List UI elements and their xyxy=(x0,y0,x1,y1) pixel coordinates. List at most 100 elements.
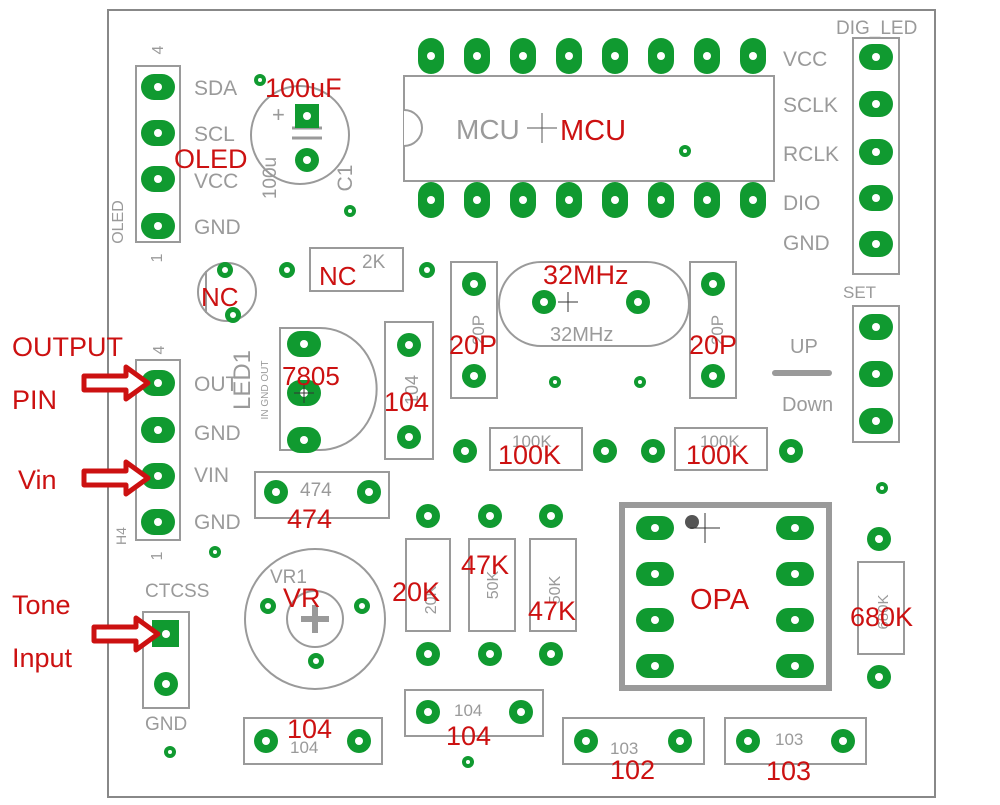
oled-header-number-bottom: 1 xyxy=(149,253,166,262)
svg-text:+: + xyxy=(272,102,285,127)
res-680k-silk: 680K xyxy=(875,594,892,629)
resistor-47k-b: 50K xyxy=(529,504,577,666)
capacitor-102: 103 xyxy=(562,717,705,765)
dig-led-pin-gnd: GND xyxy=(783,232,830,255)
annotation-47k-b: 47K xyxy=(528,596,576,626)
annotation-opa: OPA xyxy=(690,584,750,616)
annotation-oled: OLED xyxy=(174,144,248,174)
cap-104v-silk: 104 xyxy=(402,375,422,405)
dig-led-pin-dio: DIO xyxy=(783,192,820,215)
oled-header: 4 1 OLED SDA SCL VCC GND xyxy=(110,45,241,262)
resistor-100k-left: 100K xyxy=(453,427,617,471)
capacitor-103: 103 xyxy=(724,717,867,765)
dig-led-pin-vcc: VCC xyxy=(783,48,827,71)
mcu-pad-top-1 xyxy=(418,38,444,74)
oled-header-name: OLED xyxy=(110,200,127,244)
capacitor-c1: + 100u C1 xyxy=(250,85,357,199)
arrow-to-output-pin xyxy=(84,367,148,399)
mcu-pad-top-7 xyxy=(694,38,720,74)
set-up-label: UP xyxy=(790,336,818,358)
oled-header-number-top: 4 xyxy=(150,45,167,54)
ctcss-title: CTCSS xyxy=(145,581,209,602)
crystal-silk: 32MHz xyxy=(550,324,613,346)
resistor-47k-a: 50K xyxy=(468,504,516,666)
oled-pin-vcc: VCC xyxy=(194,170,238,193)
mcu-pad-bottom-8 xyxy=(740,182,766,218)
annotation-output-pin-line1: OUTPUT xyxy=(12,332,123,362)
c1-name: C1 xyxy=(334,165,357,192)
mcu-pad-top-8 xyxy=(740,38,766,74)
led1: LED1 xyxy=(197,262,257,410)
annotation-20p-left: 20P xyxy=(449,330,497,360)
res-47k-b-silk: 50K xyxy=(547,575,564,604)
annotation-102: 102 xyxy=(610,755,655,785)
reg-pin-labels: IN GND OUT xyxy=(260,361,271,420)
annotation-20p-right: 20P xyxy=(689,330,737,360)
resistor-20k: 20K xyxy=(405,504,451,666)
resistor-680k: 680K xyxy=(857,527,905,689)
arrow-to-vin xyxy=(84,462,148,494)
annotation-mcu: MCU xyxy=(560,115,626,147)
mcu-pad-bottom-1 xyxy=(418,182,444,218)
arrow-to-tone-input xyxy=(94,618,158,650)
mcu-dip: MCU xyxy=(403,38,775,218)
annotation-680k: 680K xyxy=(850,602,913,632)
annotation-output-pin-line2: PIN xyxy=(12,385,57,415)
capacitor-20p-left: 20P xyxy=(450,261,498,399)
mcu-pad-bottom-3 xyxy=(510,182,536,218)
h4-header: 4 1 H4 OUT GND VIN GND xyxy=(113,345,241,560)
resistor-100k-right: 100K xyxy=(641,427,803,471)
vr1-name: VR1 xyxy=(270,567,307,588)
cap-104-bottom-mid-silk: 104 xyxy=(454,701,482,720)
h4-pin-out: OUT xyxy=(194,373,239,396)
cap-20p-left-silk: 20P xyxy=(469,315,488,345)
oled-pin-scl: SCL xyxy=(194,123,235,146)
capacitor-104-bottom-mid: 104 xyxy=(404,689,544,737)
annotation-100k-right: 100K xyxy=(686,440,749,470)
annotation-vr: VR xyxy=(283,583,321,613)
res-47k-a-silk: 50K xyxy=(485,570,502,599)
capacitor-20p-right: 20P xyxy=(689,261,737,399)
h4-name: H4 xyxy=(113,527,129,545)
annotation-32mhz: 32MHz xyxy=(543,260,629,290)
annotation-103: 103 xyxy=(766,756,811,786)
annotation-vin: Vin xyxy=(18,465,57,495)
dig-led-pin-rclk: RCLK xyxy=(783,143,839,166)
mcu-pad-top-6 xyxy=(648,38,674,74)
board-outline xyxy=(107,9,936,798)
annotation-100uf: 100uF xyxy=(265,73,342,103)
mcu-pad-bottom-4 xyxy=(556,182,582,218)
dig-led-pin-sclk: SCLK xyxy=(783,94,838,117)
mcu-pad-bottom-6 xyxy=(648,182,674,218)
h4-number-bottom: 1 xyxy=(149,551,166,560)
annotation-100k-left: 100K xyxy=(498,440,561,470)
annotation-104-bottom-left: 104 xyxy=(287,714,332,744)
annotation-104-vertical: 104 xyxy=(384,387,429,417)
h4-pin-vin: VIN xyxy=(194,464,229,487)
mcu-pad-bottom-5 xyxy=(602,182,628,218)
led1-name: LED1 xyxy=(229,350,256,410)
annotation-47k-a: 47K xyxy=(461,550,509,580)
h4-pin-gnd-1: GND xyxy=(194,422,241,445)
mcu-silk-label: MCU xyxy=(456,114,520,145)
annotation-tone-line1: Tone xyxy=(12,590,71,620)
h4-number-top: 4 xyxy=(151,345,168,354)
annotation-nc-res: NC xyxy=(319,261,357,291)
h4-pin-gnd-2: GND xyxy=(194,511,241,534)
res-100k-right-silk: 100K xyxy=(700,432,740,451)
cap-20p-right-silk: 20P xyxy=(708,315,727,345)
resistor-2k: 2K xyxy=(279,247,435,292)
regulator-7805: IN GND OUT xyxy=(260,327,378,453)
annotation-474: 474 xyxy=(287,504,332,534)
capacitor-474: 474 xyxy=(254,471,390,519)
mcu-pad-top-4 xyxy=(556,38,582,74)
c1-value: 100u xyxy=(260,157,281,199)
cap-104-bottom-left-silk: 104 xyxy=(290,738,318,757)
annotation-7805: 7805 xyxy=(282,361,340,391)
capacitor-104-vertical: 104 xyxy=(384,321,434,460)
cap-474-silk: 474 xyxy=(300,480,332,501)
res-20k-silk: 20K xyxy=(423,585,440,614)
mcu-pad-top-2 xyxy=(464,38,490,74)
annotation-nc-led: NC xyxy=(201,282,239,312)
